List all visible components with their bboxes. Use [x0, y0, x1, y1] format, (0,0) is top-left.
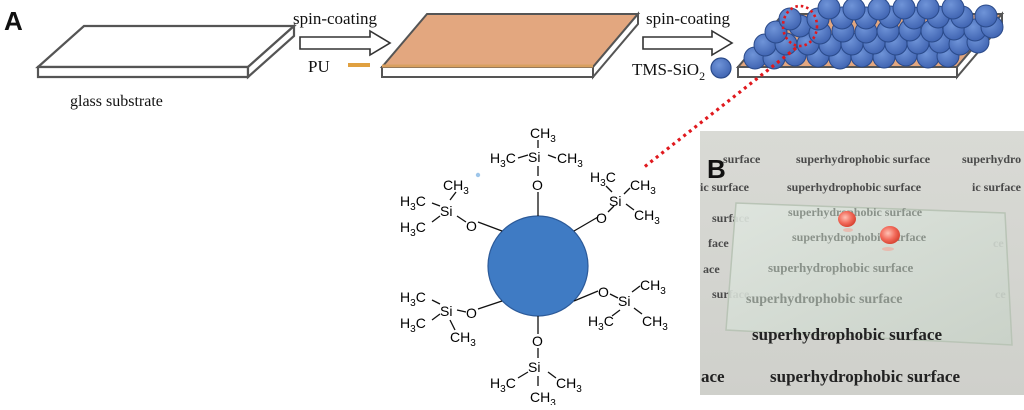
water-droplet-2 — [880, 226, 900, 244]
svg-text:CH3: CH3 — [640, 277, 666, 297]
spin-coating-label-2: spin-coating — [646, 9, 731, 28]
tms-group-lower-left: O Si H3C H3C CH3 — [400, 289, 477, 349]
tms-group-bottom: O Si H3C CH3 CH3 — [490, 333, 582, 409]
stray-dot — [475, 172, 481, 178]
svg-text:CH3: CH3 — [556, 375, 582, 395]
svg-text:CH3: CH3 — [557, 150, 583, 170]
svg-text:O: O — [466, 305, 477, 321]
tms-sio2-particle — [916, 0, 940, 20]
svg-text:O: O — [466, 218, 477, 234]
svg-text:CH3: CH3 — [634, 207, 660, 227]
svg-text:CH3: CH3 — [443, 177, 469, 197]
text-through-glass: superhydrophobic surface superhydrophobi… — [746, 205, 927, 307]
svg-text:superhydrophobic surface: superhydrophobic surface — [787, 180, 922, 194]
tms-group-lower-right: O Si CH3 H3C CH3 — [588, 277, 668, 333]
tms-sio2-particle — [778, 7, 802, 31]
svg-text:O: O — [532, 177, 543, 193]
printed-paper-text: surface superhydrophobic surface superhy… — [700, 152, 1024, 301]
svg-text:CH3: CH3 — [642, 313, 668, 333]
spin-coating-arrow-1 — [299, 29, 392, 57]
panel-b-label: B — [707, 154, 726, 184]
pu-label: PU — [308, 57, 330, 76]
svg-text:superhydrophobic surface: superhydrophobic surface — [746, 292, 902, 307]
tms-group-upper-left: O Si CH3 H3C H3C — [400, 177, 477, 239]
svg-text:H3C: H3C — [490, 150, 516, 170]
svg-text:face: face — [708, 236, 729, 250]
tms-sio2-molecule: O Si CH3 H3C CH3 O Si CH3 H3C H3C O Si — [400, 125, 668, 409]
tms-sio2-particle — [941, 0, 965, 20]
tms-sio2-particle — [842, 0, 866, 21]
zoom-link-dotted-line — [642, 46, 797, 170]
silica-core — [487, 215, 589, 317]
svg-text:H3C: H3C — [400, 315, 426, 335]
svg-text:H3C: H3C — [400, 289, 426, 309]
printed-paper-text-bottom: superhydrophobic surface ace superhydrop… — [701, 325, 960, 386]
tms-sio2-particle — [817, 0, 841, 20]
svg-text:superhydrophobic surface: superhydrophobic surface — [792, 230, 927, 244]
tms-group-upper-right: O Si H3C CH3 CH3 — [590, 169, 660, 227]
highlighted-particle-ring — [781, 4, 819, 48]
svg-text:Si: Si — [440, 303, 452, 319]
panel-a-label: A — [4, 6, 23, 36]
svg-text:O: O — [532, 333, 543, 349]
svg-text:Si: Si — [528, 359, 540, 375]
tms-sio2-particle — [867, 0, 891, 21]
svg-text:H3C: H3C — [400, 193, 426, 213]
svg-text:superhydrophobic surface: superhydrophobic surface — [788, 205, 923, 219]
svg-text:superhydrophobic surface: superhydrophobic surface — [768, 260, 914, 275]
pu-coated-slab — [379, 11, 641, 80]
svg-text:superhydrophobic surface: superhydrophobic surface — [770, 367, 960, 386]
tms-sio2-particle-layer — [743, 0, 1004, 70]
tms-sio2-particle — [892, 0, 916, 20]
water-droplet-1 — [838, 211, 856, 227]
svg-text:ic surface superh: ic surface superh — [972, 180, 1024, 194]
svg-text:ace: ace — [703, 262, 720, 276]
svg-text:H3C: H3C — [400, 219, 426, 239]
pu-legend-swatch — [348, 63, 370, 67]
svg-text:superhydrophobic surface: superhydrophobic surface — [796, 152, 931, 166]
glass-slide — [725, 202, 1013, 346]
svg-text:ic surface: ic surface — [700, 180, 750, 194]
tms-sio2-particle — [974, 4, 998, 28]
svg-text:H3C: H3C — [590, 169, 616, 189]
svg-text:superhydro: superhydro — [962, 152, 1021, 166]
svg-text:H3C: H3C — [588, 313, 614, 333]
spin-coating-label-1: spin-coating — [293, 9, 378, 28]
svg-text:O: O — [598, 284, 609, 300]
tms-sio2-legend-particle — [710, 57, 732, 79]
svg-text:ace: ace — [701, 367, 725, 386]
svg-text:CH3: CH3 — [530, 389, 556, 405]
svg-text:superhydrophobic surface: superhydrophobic surface — [752, 325, 942, 344]
svg-text:CH3: CH3 — [630, 177, 656, 197]
spin-coating-arrow-2 — [642, 29, 734, 57]
glass-substrate-slab — [35, 23, 297, 80]
svg-text:CH3: CH3 — [530, 125, 556, 145]
tms-group-top: O Si CH3 H3C CH3 — [490, 125, 583, 193]
svg-text:Si: Si — [528, 149, 540, 165]
svg-text:Si: Si — [609, 193, 621, 209]
svg-text:CH3: CH3 — [450, 329, 476, 349]
glass-substrate-label: glass substrate — [70, 93, 163, 110]
tms-sio2-label: TMS-SiO2 — [632, 60, 705, 83]
panel-b-photo: surface superhydrophobic surface superhy… — [700, 131, 1024, 395]
svg-text:surface: surface — [723, 152, 761, 166]
svg-text:O: O — [596, 210, 607, 226]
svg-text:H3C: H3C — [490, 375, 516, 395]
svg-text:Si: Si — [440, 203, 452, 219]
svg-text:Si: Si — [618, 293, 630, 309]
